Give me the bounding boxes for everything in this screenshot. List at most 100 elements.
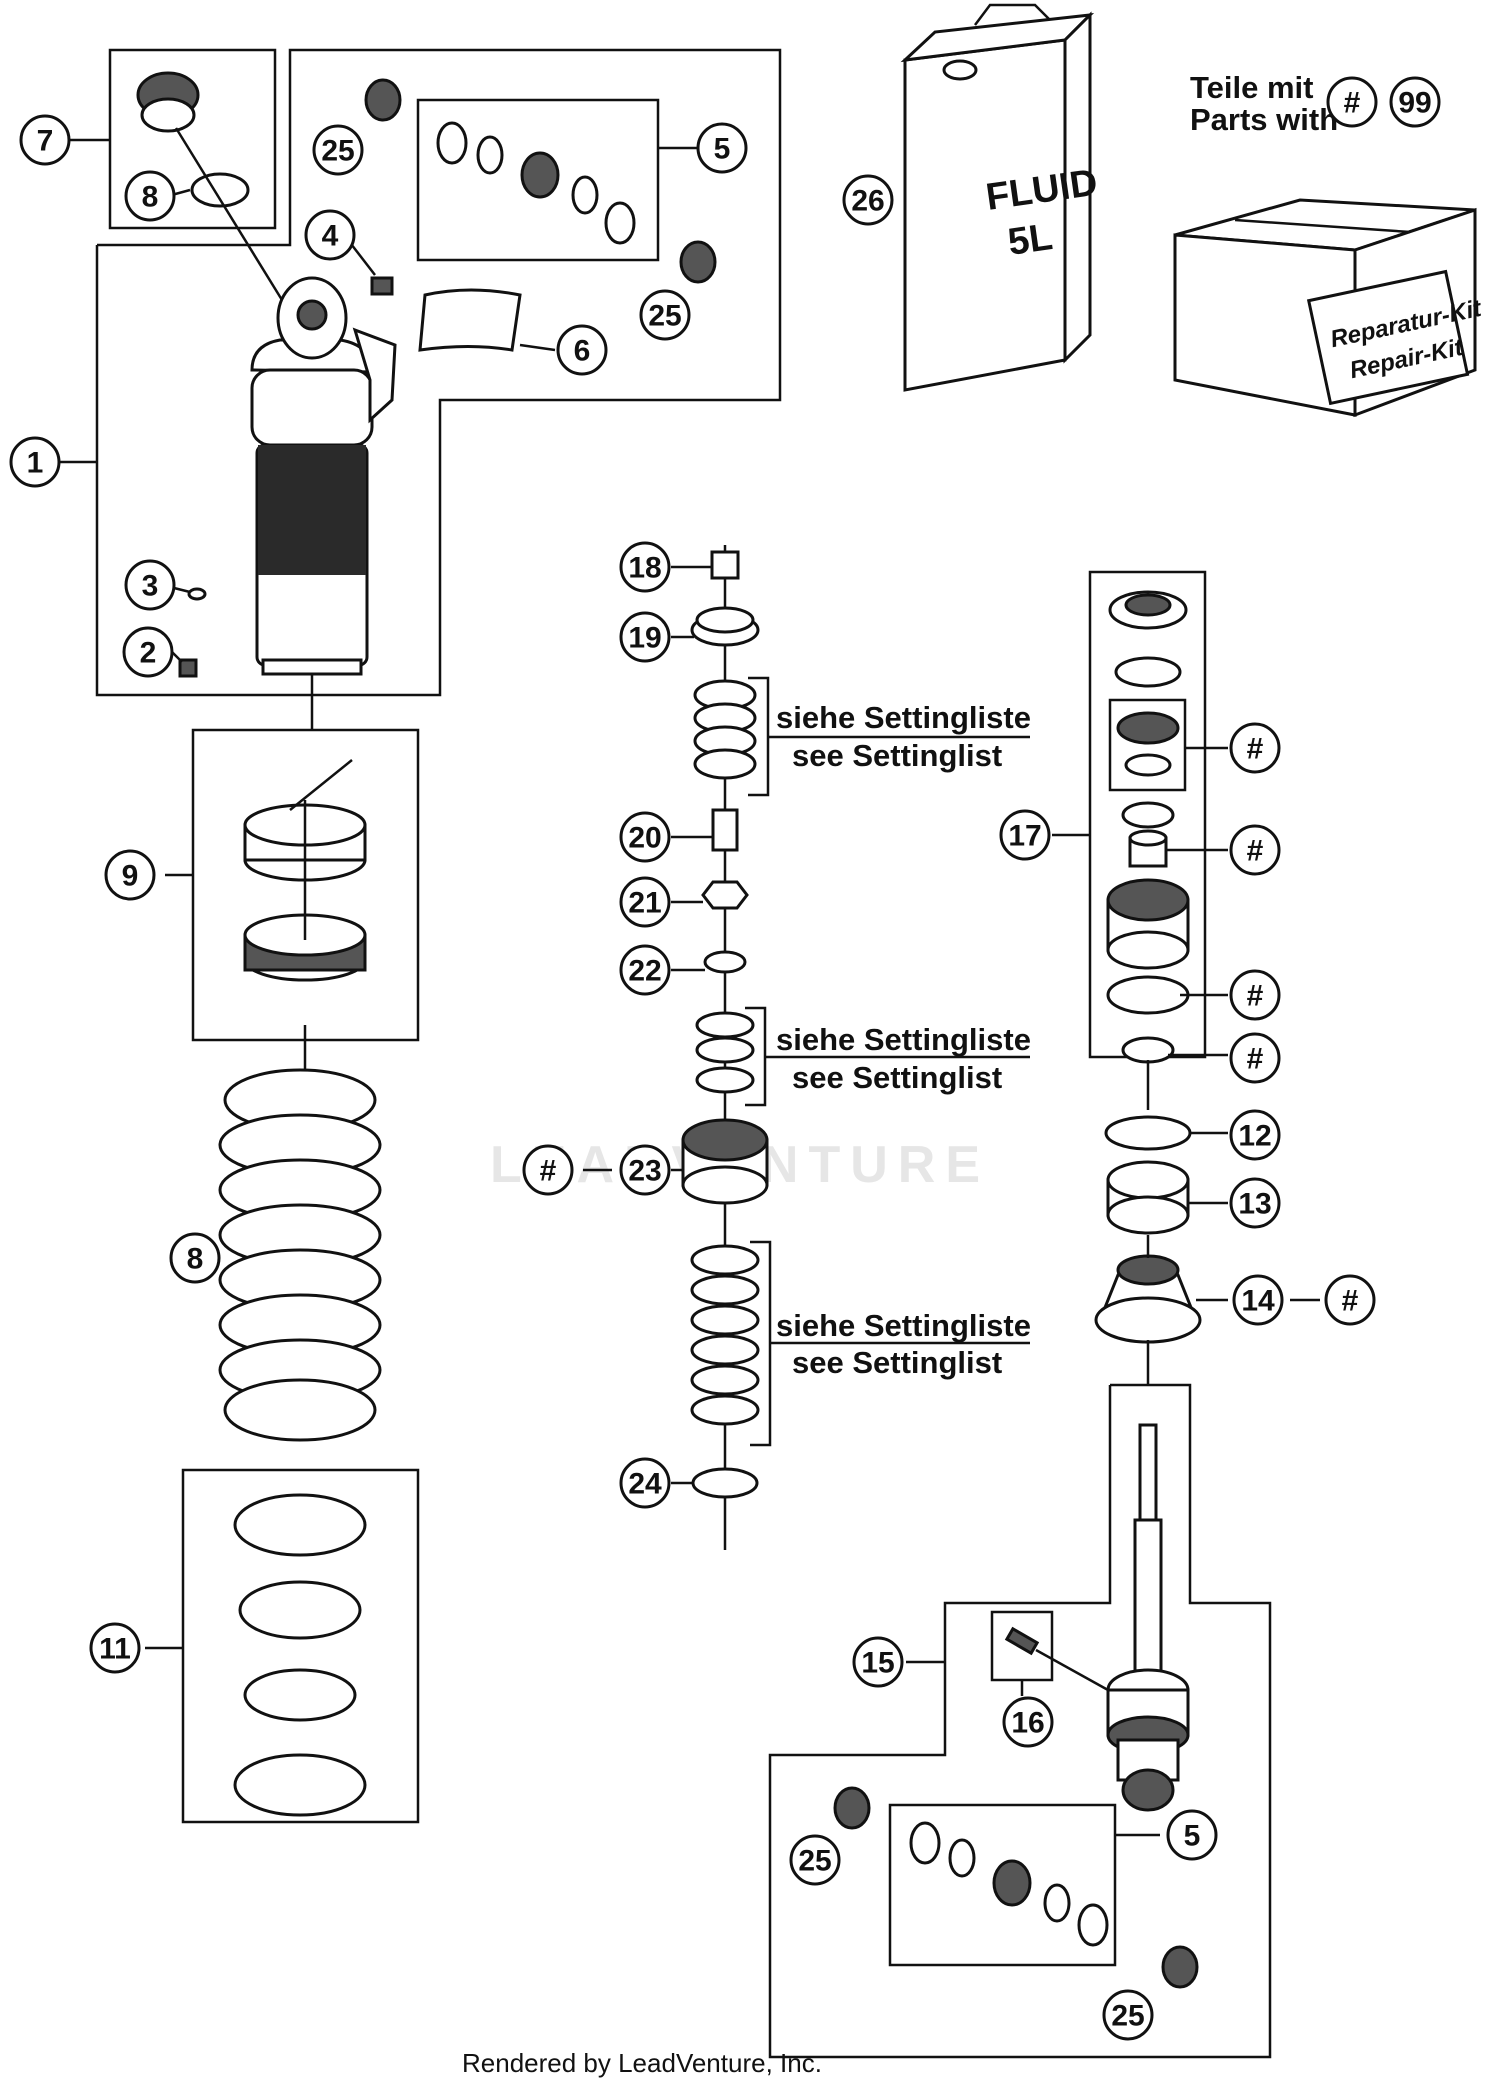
- callout-12[interactable]: 12: [1229, 1109, 1281, 1161]
- hash-17c[interactable]: #: [1229, 969, 1281, 1021]
- svg-text:#: #: [540, 1155, 557, 1188]
- setting-note-3-de: siehe Settingliste: [776, 1308, 1031, 1343]
- callout-20[interactable]: 20: [619, 811, 671, 863]
- svg-text:25: 25: [798, 1845, 831, 1878]
- callout-25-bottom-left[interactable]: 25: [789, 1834, 841, 1886]
- hash-23[interactable]: #: [522, 1144, 574, 1196]
- svg-text:17: 17: [1008, 820, 1041, 853]
- svg-text:#: #: [1342, 1285, 1359, 1318]
- callout-2[interactable]: 2: [122, 626, 174, 678]
- svg-text:#: #: [1247, 1043, 1264, 1076]
- svg-text:16: 16: [1011, 1707, 1044, 1740]
- svg-text:2: 2: [140, 637, 157, 670]
- callout-25-top-right[interactable]: 25: [639, 289, 691, 341]
- legend: Teile mit Parts with: [1190, 70, 1338, 137]
- callout-5-top[interactable]: 5: [696, 122, 748, 174]
- callout-5-bottom[interactable]: 5: [1166, 1809, 1218, 1861]
- legend-line-de: Teile mit: [1190, 70, 1313, 105]
- callout-23[interactable]: 23: [619, 1144, 671, 1196]
- callout-22[interactable]: 22: [619, 944, 671, 996]
- svg-text:12: 12: [1238, 1120, 1271, 1153]
- svg-text:4: 4: [322, 220, 339, 253]
- fluid-volume-label: 5L: [1005, 216, 1055, 264]
- svg-text:11: 11: [99, 1633, 131, 1666]
- spring-washers-group: [181, 1468, 420, 1824]
- svg-text:18: 18: [628, 552, 661, 585]
- svg-text:19: 19: [628, 622, 661, 655]
- callout-13[interactable]: 13: [1229, 1177, 1281, 1229]
- callout-11[interactable]: 11: [89, 1622, 141, 1674]
- callout-4[interactable]: 4: [304, 209, 356, 261]
- leader-lines: [60, 138, 1320, 1837]
- repair-kit-box: Reparatur-Kit Repair-Kit: [1173, 198, 1485, 418]
- svg-text:25: 25: [1111, 2000, 1144, 2033]
- svg-text:5: 5: [1184, 1820, 1201, 1853]
- callout-24[interactable]: 24: [619, 1457, 671, 1509]
- svg-text:14: 14: [1241, 1285, 1275, 1318]
- preload-adjuster-group: [191, 728, 420, 1042]
- svg-text:99: 99: [1398, 87, 1431, 120]
- hash-17b[interactable]: #: [1229, 824, 1281, 876]
- svg-text:#: #: [1247, 835, 1264, 868]
- callout-17[interactable]: 17: [999, 809, 1051, 861]
- svg-text:26: 26: [851, 185, 884, 218]
- hash-14[interactable]: #: [1324, 1274, 1376, 1326]
- footer-credit: Rendered by LeadVenture, Inc.: [462, 2048, 822, 2078]
- callout-25-bottom-right[interactable]: 25: [1102, 1989, 1154, 2041]
- callout-8[interactable]: 8: [124, 170, 176, 222]
- svg-text:25: 25: [321, 135, 354, 168]
- hash-17d[interactable]: #: [1229, 1032, 1281, 1084]
- svg-text:24: 24: [628, 1468, 662, 1501]
- svg-text:25: 25: [648, 300, 681, 333]
- svg-text:23: 23: [628, 1155, 661, 1188]
- svg-text:8: 8: [142, 181, 159, 214]
- svg-text:13: 13: [1238, 1188, 1271, 1221]
- callout-18[interactable]: 18: [619, 541, 671, 593]
- callout-6[interactable]: 6: [556, 324, 608, 376]
- setting-note-1-de: siehe Settingliste: [776, 700, 1031, 735]
- piston-stack: [681, 545, 772, 1550]
- callout-9[interactable]: 8: [169, 1232, 221, 1284]
- svg-text:7: 7: [37, 125, 54, 158]
- callout-99[interactable]: 99: [1389, 76, 1441, 128]
- callout-1[interactable]: 1: [9, 436, 61, 488]
- callout-25-top-left[interactable]: 25: [312, 124, 364, 176]
- svg-text:21: 21: [628, 887, 661, 920]
- svg-text:20: 20: [628, 822, 661, 855]
- callout-7[interactable]: 7: [19, 114, 71, 166]
- setting-note-3-en: see Settinglist: [792, 1345, 1002, 1380]
- setting-notes: siehe Settingliste see Settinglist siehe…: [765, 700, 1031, 1380]
- svg-text:3: 3: [142, 570, 159, 603]
- svg-text:#: #: [1344, 87, 1361, 120]
- legend-line-en: Parts with: [1190, 102, 1338, 137]
- legend-hash-bubble[interactable]: #: [1326, 76, 1378, 128]
- callout-21[interactable]: 21: [619, 876, 671, 928]
- setting-note-2-en: see Settinglist: [792, 1060, 1002, 1095]
- svg-text:#: #: [1247, 733, 1264, 766]
- callout-3[interactable]: 3: [124, 559, 176, 611]
- callout-10[interactable]: 9: [104, 849, 156, 901]
- svg-text:22: 22: [628, 955, 661, 988]
- svg-text:#: #: [1247, 980, 1264, 1013]
- callout-14[interactable]: 14: [1232, 1274, 1284, 1326]
- shock-absorber-assembly: [95, 48, 782, 730]
- callout-16[interactable]: 16: [1002, 1696, 1054, 1748]
- setting-note-1-en: see Settinglist: [792, 738, 1002, 773]
- svg-text:15: 15: [861, 1647, 894, 1680]
- svg-text:9: 9: [122, 860, 139, 893]
- spring: [218, 1025, 382, 1442]
- callout-26[interactable]: 26: [842, 174, 894, 226]
- svg-text:5: 5: [714, 133, 731, 166]
- svg-text:1: 1: [27, 447, 44, 480]
- hash-17a[interactable]: #: [1229, 722, 1281, 774]
- callout-bubbles: 7 8 25 5 4 25 6 1 3 2 9 8 11 26 # 99 18 …: [9, 76, 1441, 2041]
- seal-head-assembly: [1088, 570, 1207, 1385]
- damper-rod-assembly: [768, 1383, 1272, 2059]
- fluid-can: FLUID 5L: [900, 3, 1100, 392]
- callout-15[interactable]: 15: [852, 1636, 904, 1688]
- svg-text:6: 6: [574, 335, 591, 368]
- callout-19[interactable]: 19: [619, 611, 671, 663]
- svg-text:8: 8: [187, 1243, 204, 1276]
- setting-note-2-de: siehe Settingliste: [776, 1022, 1031, 1057]
